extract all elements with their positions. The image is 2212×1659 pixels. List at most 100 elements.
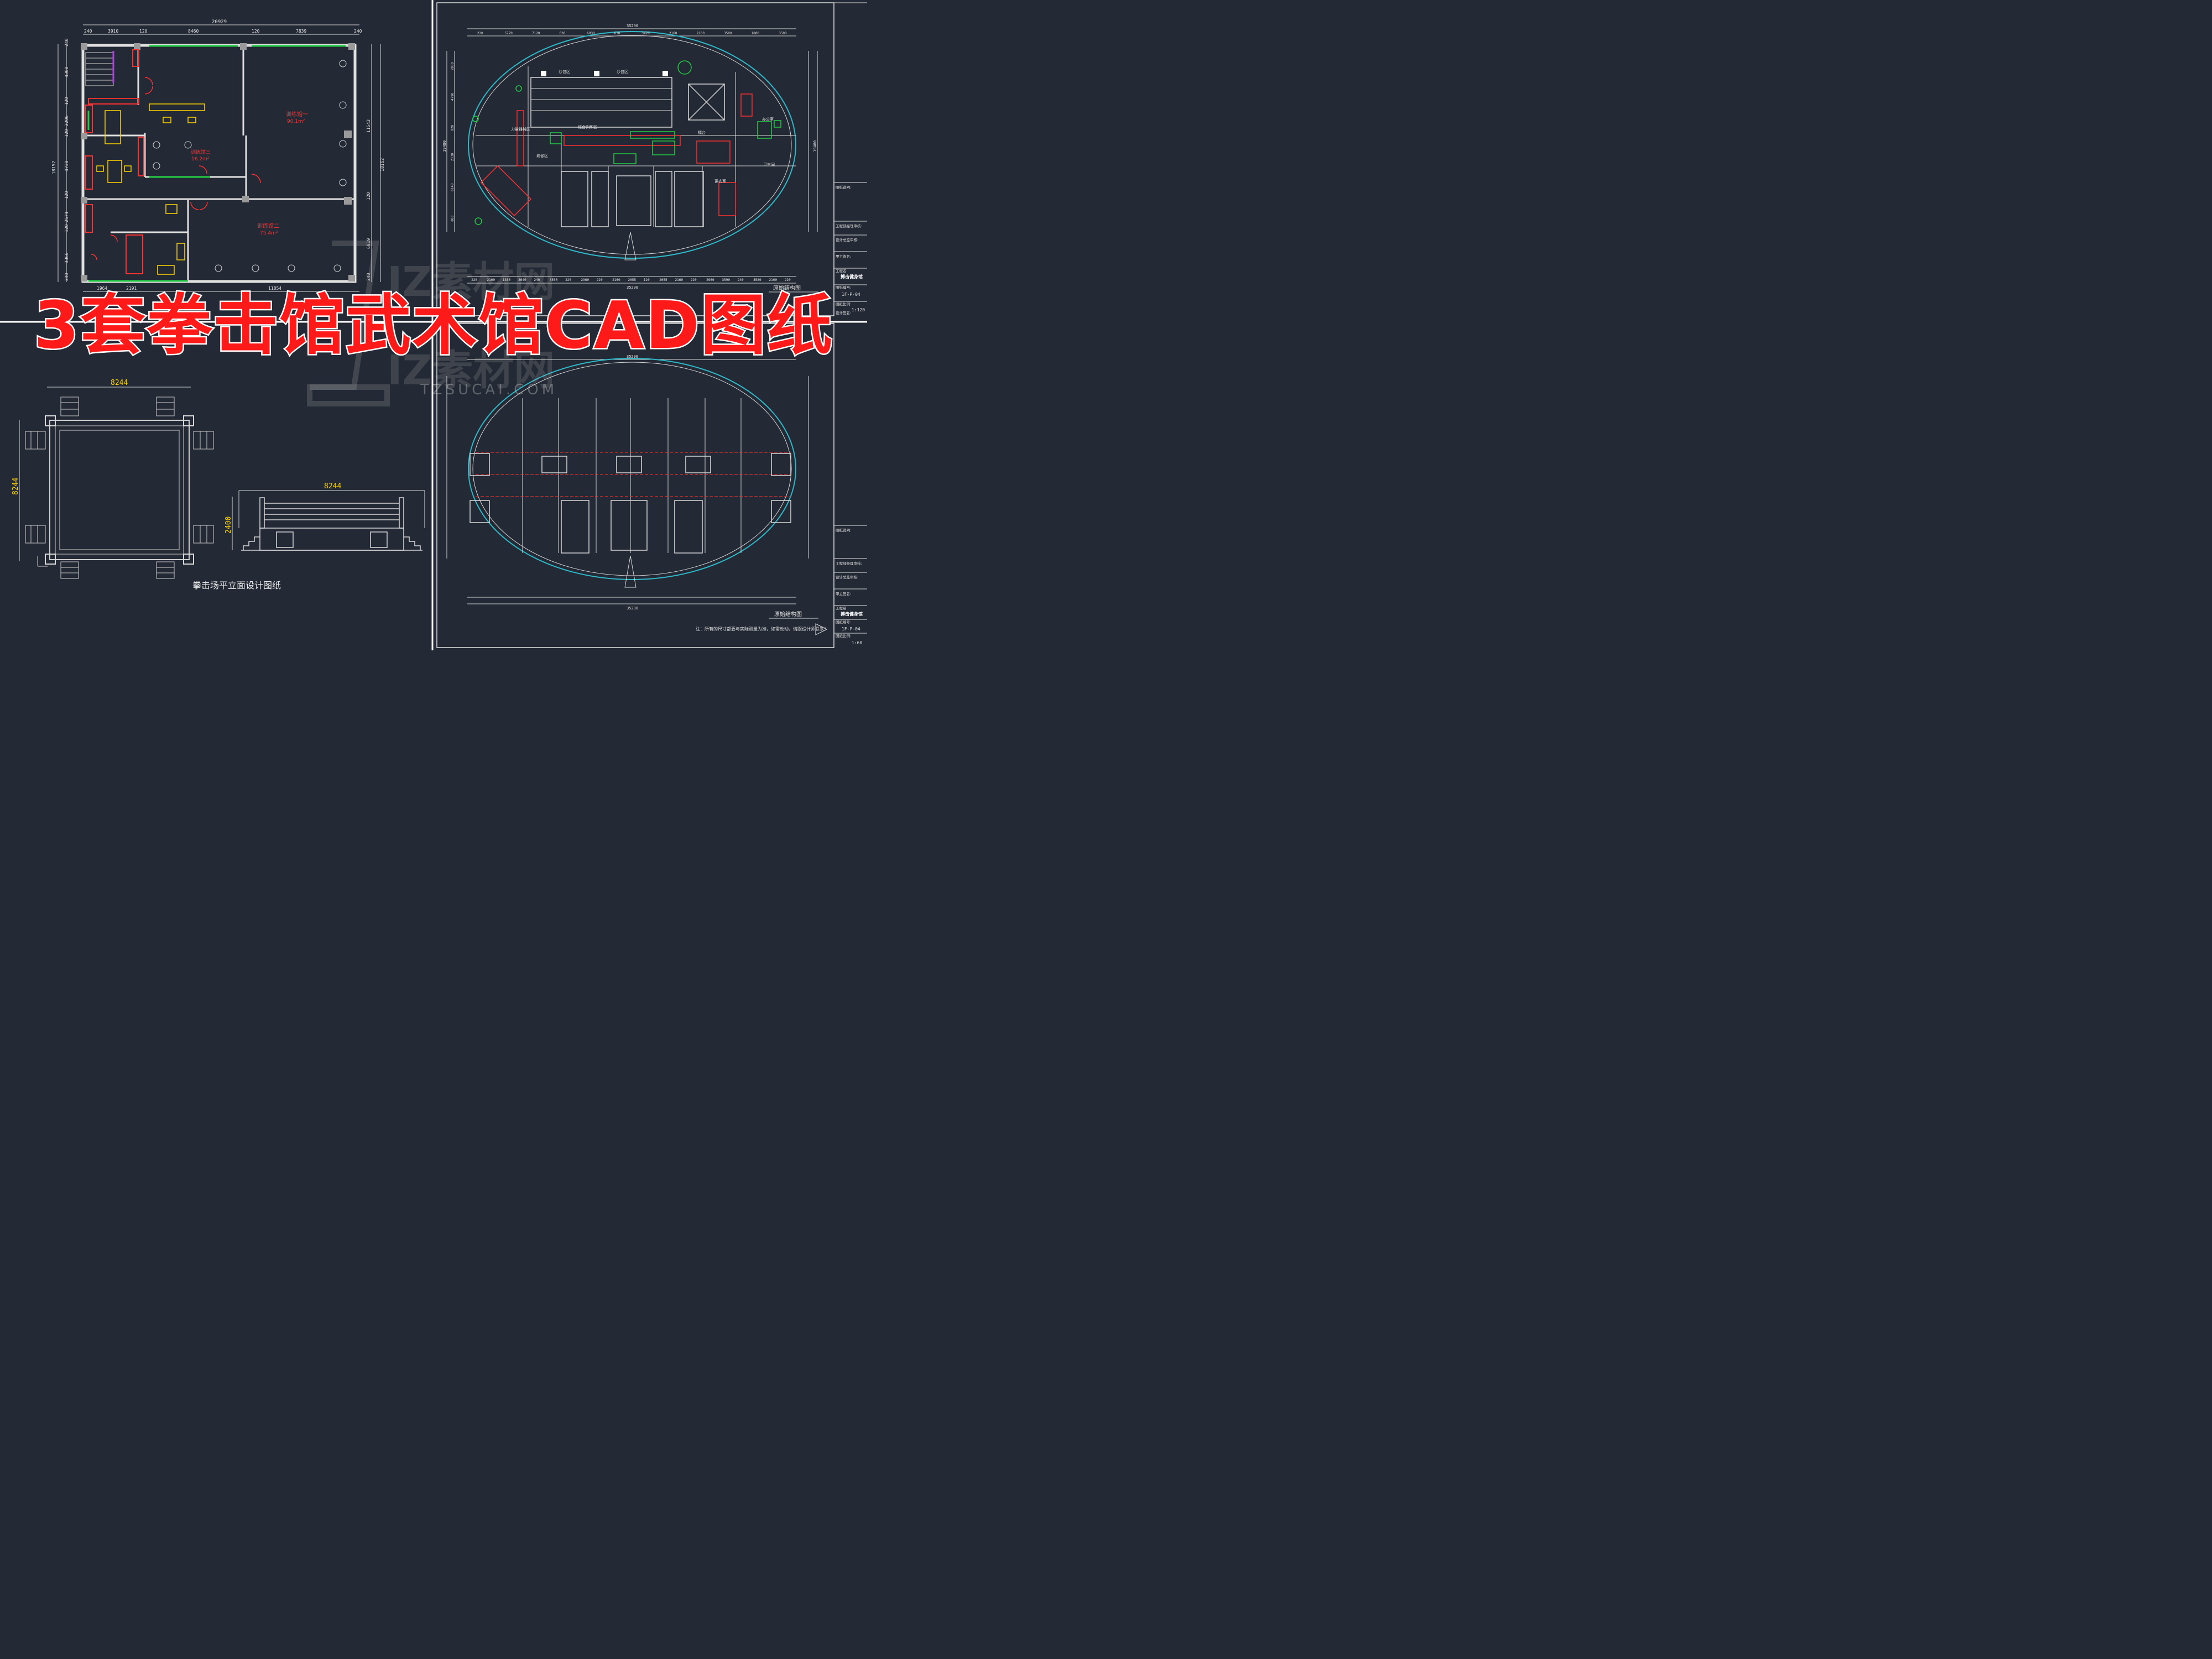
ring-caption: 拳击场平立面设计图纸 xyxy=(192,580,281,591)
plan1-dim-top: 240 xyxy=(354,29,362,34)
plan2-label: 擂台 xyxy=(698,130,706,135)
plan2-dim-left: 800 xyxy=(451,215,455,221)
plan2-dim-bottom: 3640 xyxy=(518,278,526,282)
plan2-dim-top: 3500 xyxy=(724,32,732,35)
plan2-dim-bottom: 2160 xyxy=(675,278,684,282)
room1-area: 90.1m² xyxy=(287,119,305,124)
room2-area: 75.4m² xyxy=(260,231,278,236)
tb2-scale-label: 图纸比例: xyxy=(836,633,851,638)
tb2-row: 甲主签名: xyxy=(836,591,851,596)
tb2-scale: 1:60 xyxy=(852,640,862,645)
plan1-dim-left: 3366 xyxy=(64,253,69,263)
tb2-drawing-no: 1F-P-04 xyxy=(842,627,860,632)
plan1-dim-right: 120 xyxy=(366,192,371,200)
title-block-top: 图纸说明: 工程部经理审核: 设计总监审核: 甲主签名: 工程名: 图纸编号: … xyxy=(833,2,867,316)
plan2-dim-top: 3420 xyxy=(641,32,650,35)
plan2-dim-bottom: 220 xyxy=(597,278,603,282)
plan2-label: 力量器械区 xyxy=(511,127,530,132)
plan2-dim-left: 2330 xyxy=(451,153,455,161)
plan1-dim-left: 240 xyxy=(64,38,69,46)
plan2-dim-bottom: 2055 xyxy=(628,278,637,282)
plan2-label: 瑜伽区 xyxy=(536,153,548,158)
plan2-dim-left: 6140 xyxy=(451,183,455,191)
plan2-dim-bottom: 2960 xyxy=(581,278,589,282)
ring-width-dim: 8244 xyxy=(111,379,128,387)
tb2-drawing-no-label: 图纸编号: xyxy=(836,619,851,624)
room2-name: 训练馆二 xyxy=(257,222,279,229)
plan2-dim-top: 2160 xyxy=(697,32,705,35)
plan1-dim-left: 2206 xyxy=(64,116,69,126)
plan2-caption: 原始结构图 xyxy=(773,284,801,291)
plan2-label: 沙包区 xyxy=(617,69,628,74)
plan1-dim-left: 240 xyxy=(64,273,69,281)
ring-elevation: 8244 2400 xyxy=(225,482,425,551)
tb2-row: 图纸说明: xyxy=(836,528,851,533)
right-top-structural-plan: 沙包区 沙包区 擂台 办公室 力量器械区 综合训练区 瑜伽区 更衣室 卫生间 3… xyxy=(436,2,834,316)
plan1-dim-bottom: 1964 xyxy=(97,286,107,291)
tb1-project: 搏击健身馆 xyxy=(841,274,863,279)
plan1-dim-top: 3910 xyxy=(108,29,118,34)
plan2-dim-bottom: 220 xyxy=(691,278,697,282)
plan2-right-total: 19480 xyxy=(813,140,817,152)
panel-dividers xyxy=(0,0,867,650)
plan1-dim-left: 4738 xyxy=(64,161,69,171)
plan1-dim-left: 2574 xyxy=(64,212,69,222)
plan1-dim-right: 240 xyxy=(366,273,371,281)
plan2-total-dim-bottom: 35290 xyxy=(627,285,638,290)
plan3-total-dim: 35290 xyxy=(627,354,638,359)
plan2-label: 更衣室 xyxy=(714,179,726,184)
plan2-dim-left: 4790 xyxy=(451,92,455,101)
tb1-row: 甲主签名: xyxy=(836,254,851,259)
elevation-height-dim: 2400 xyxy=(225,517,233,534)
watermark-logo xyxy=(307,241,390,406)
tb1-scale: 1:120 xyxy=(852,307,865,312)
plan2-dim-top: 220 xyxy=(477,32,483,35)
plan1-total-dim: 20929 xyxy=(212,19,227,25)
plan2-dim-bottom: 220 xyxy=(565,278,571,282)
tb2-row: 设计总监审核: xyxy=(836,575,858,580)
plan2-dim-left: 920 xyxy=(451,124,455,131)
tb1-scale-label: 图纸比例: xyxy=(836,301,851,306)
plan2-dim-bottom: 120 xyxy=(644,278,650,282)
plan2-dim-top: 1800 xyxy=(752,32,760,35)
room3-name: 训练馆三 xyxy=(191,149,211,155)
tb2-row: 工程名: xyxy=(836,606,848,611)
room1-name: 训练馆一 xyxy=(286,111,308,118)
watermark-brand-2: IZ素材网 xyxy=(387,347,555,394)
tb1-drawing-no: 1F-P-04 xyxy=(842,292,860,297)
plan2-label: 卫生间 xyxy=(763,162,775,167)
plan2-dim-bottom: 240 xyxy=(738,278,744,282)
plan2-dim-left: 2800 xyxy=(451,62,455,70)
plan2-dim-bottom: 2960 xyxy=(706,278,714,282)
plan2-dim-bottom: 3590 xyxy=(722,278,731,282)
cad-canvas: 训练馆一 90.1m² 训练馆三 16.2m² 训练馆二 75.4m² 2092… xyxy=(0,0,867,650)
tb2-project: 搏击健身馆 xyxy=(841,611,863,617)
plan2-dim-top: 7120 xyxy=(532,32,540,35)
plan1-dim-top: 120 xyxy=(252,29,260,34)
plan1-dim-bottom: 11854 xyxy=(268,286,281,291)
plan2-dim-top: 2160 xyxy=(669,32,677,35)
tb1-row: 图纸说明: xyxy=(836,185,851,190)
promo-banner-title: 3套拳击馆武术馆CAD图纸 xyxy=(33,286,834,365)
plan3-note: 注：所有的尺寸都要与实际测量为准，如需改动，请跟设计师联系！ xyxy=(696,626,828,632)
plan2-total-dim: 35290 xyxy=(627,24,638,28)
tb1-designer: 设计签名: xyxy=(836,310,851,315)
plan1-dim-right: 11543 xyxy=(366,119,371,133)
plan2-dim-bottom: 2100 xyxy=(487,278,495,282)
plan2-dim-bottom: 1380 xyxy=(503,278,511,282)
plan2-dim-bottom: 2100 xyxy=(769,278,778,282)
plan2-dim-bottom: 220 xyxy=(471,278,477,282)
plan3-caption: 原始结构图 xyxy=(774,611,802,618)
tb1-row: 工程部经理审核: xyxy=(836,223,862,228)
plan2-dim-top: 5770 xyxy=(504,32,513,35)
plan2-dim-top: 630 xyxy=(614,32,620,35)
plan2-label: 综合训练区 xyxy=(578,124,597,129)
top-left-floor-plan: 训练馆一 90.1m² 训练馆三 16.2m² 训练馆二 75.4m² 2092… xyxy=(51,19,385,292)
plan1-dim-top: 240 xyxy=(84,29,92,34)
plan2-dim-bottom: 3580 xyxy=(753,278,761,282)
watermark-url: TZSUCAI.COM xyxy=(420,382,558,398)
plan2-dim-top: 630 xyxy=(560,32,566,35)
plan1-dim-left-total: 18152 xyxy=(51,161,56,174)
right-bottom-structural-plan: 35290 35290 原始结构图 注：所有的尺寸都要与实际测量为准，如需改动，… xyxy=(436,323,834,648)
room3-area: 16.2m² xyxy=(191,156,210,162)
